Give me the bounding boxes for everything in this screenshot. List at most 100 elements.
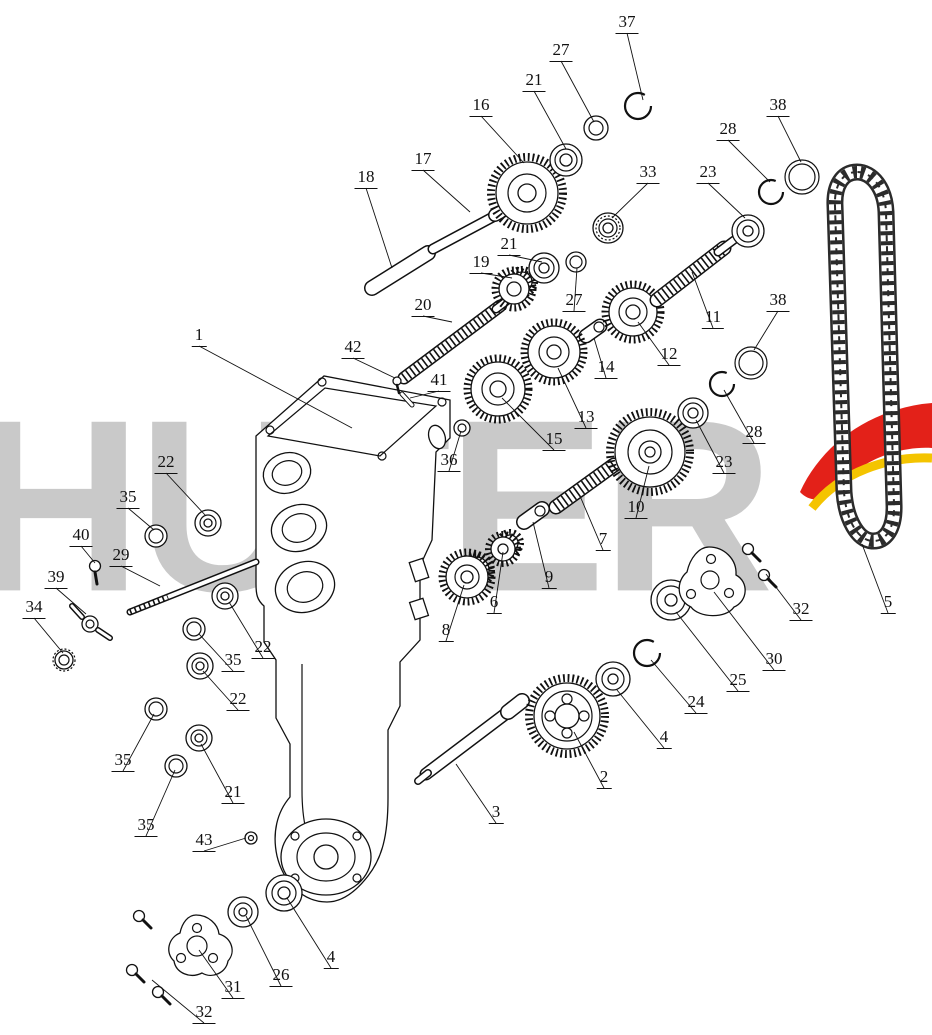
snap-ring-24 bbox=[632, 638, 662, 668]
leader-line-22 bbox=[165, 472, 207, 517]
leader-line-23 bbox=[707, 182, 746, 219]
bearing-4-bottom bbox=[265, 874, 303, 912]
leader-line-1 bbox=[198, 345, 353, 429]
leader-line-35 bbox=[127, 507, 155, 531]
shaft-sleeve-18 bbox=[364, 245, 436, 296]
leader-line-2 bbox=[573, 731, 605, 789]
ring-38-top bbox=[784, 159, 820, 195]
leader-line-29 bbox=[120, 565, 161, 587]
leader-lines bbox=[33, 32, 889, 1024]
gear-12 bbox=[601, 280, 665, 344]
splined-shaft-20 bbox=[397, 292, 517, 385]
housing bbox=[255, 375, 451, 903]
cover-plate-30 bbox=[678, 546, 746, 617]
bearing-26 bbox=[227, 896, 259, 928]
gear-13 bbox=[520, 318, 588, 386]
leader-line-31 bbox=[198, 949, 234, 999]
bearing-23-top bbox=[731, 214, 765, 248]
gear-15 bbox=[463, 354, 533, 424]
pin-41 bbox=[399, 391, 415, 408]
leader-line-21 bbox=[533, 90, 567, 150]
cap-35-d bbox=[164, 754, 188, 778]
leader-line-11 bbox=[691, 271, 714, 329]
leader-line-8 bbox=[445, 584, 465, 642]
leader-line-38 bbox=[753, 310, 779, 351]
leader-line-27 bbox=[573, 267, 578, 312]
logo-yellow-swoosh bbox=[808, 453, 932, 511]
bearing-21-left bbox=[185, 724, 213, 752]
leader-line-14 bbox=[593, 337, 607, 379]
splined-shaft-7 bbox=[548, 457, 622, 515]
leader-line-15 bbox=[501, 397, 555, 451]
cap-35-a bbox=[144, 524, 168, 548]
shaft-17 bbox=[427, 201, 515, 255]
bolt-32-bottom-c bbox=[151, 985, 172, 1006]
leader-line-12 bbox=[637, 321, 670, 366]
nut-34 bbox=[52, 648, 76, 672]
leader-line-18 bbox=[365, 187, 393, 269]
leader-line-32 bbox=[151, 979, 205, 1024]
bearing-4-right bbox=[595, 661, 631, 697]
leader-line-34 bbox=[33, 617, 64, 654]
leader-line-33 bbox=[611, 182, 649, 219]
cover-plate-31 bbox=[168, 914, 233, 976]
bolt-32-right-a bbox=[741, 542, 762, 563]
leader-line-4 bbox=[286, 897, 332, 969]
bearing-22-c bbox=[186, 652, 214, 680]
bearing-22-a bbox=[194, 509, 222, 537]
leader-line-37 bbox=[626, 32, 644, 101]
sprocket-6 bbox=[485, 529, 524, 567]
leader-line-19 bbox=[480, 272, 513, 279]
leader-line-17 bbox=[422, 169, 471, 213]
leader-line-30 bbox=[713, 591, 775, 671]
bearing-23-mid bbox=[677, 397, 709, 429]
leader-line-23 bbox=[695, 419, 725, 474]
bushing-14 bbox=[578, 318, 608, 344]
leader-line-21 bbox=[200, 743, 234, 804]
bearing-33 bbox=[592, 212, 624, 244]
ring-38-mid bbox=[734, 346, 768, 380]
snap-ring-37 bbox=[623, 91, 653, 121]
leader-line-16 bbox=[480, 115, 525, 164]
plug-43 bbox=[244, 831, 258, 845]
leader-line-40 bbox=[80, 545, 96, 564]
bolt-40 bbox=[88, 559, 102, 586]
snap-ring-28-mid bbox=[708, 370, 736, 398]
washer-27-top bbox=[583, 115, 609, 141]
screw-42 bbox=[392, 376, 402, 395]
shaft-3 bbox=[414, 693, 530, 785]
leader-line-35 bbox=[198, 633, 234, 672]
leader-line-24 bbox=[650, 659, 697, 714]
leader-line-35 bbox=[145, 769, 176, 837]
leader-line-4 bbox=[616, 689, 665, 749]
leader-line-3 bbox=[455, 763, 497, 824]
leader-line-13 bbox=[557, 367, 587, 429]
bearing-22-b bbox=[211, 582, 239, 610]
snap-ring-28-top bbox=[757, 178, 785, 206]
leader-line-41 bbox=[409, 390, 440, 399]
leader-line-36 bbox=[448, 430, 462, 472]
leader-line-10 bbox=[635, 465, 650, 519]
leader-line-39 bbox=[55, 587, 87, 615]
bushing-9 bbox=[516, 501, 550, 530]
shift-fork-39 bbox=[69, 603, 113, 641]
leader-line-9 bbox=[532, 521, 550, 589]
leader-line-20 bbox=[422, 315, 453, 323]
cap-35-c bbox=[144, 697, 168, 721]
gear-19 bbox=[491, 266, 538, 312]
leader-line-25 bbox=[675, 611, 739, 692]
splined-shaft-11 bbox=[649, 235, 739, 308]
bearing-21-top bbox=[549, 143, 583, 177]
sprocket-2 bbox=[525, 674, 609, 758]
gear-8 bbox=[438, 548, 496, 606]
leader-line-22 bbox=[228, 601, 264, 659]
rod-29 bbox=[126, 558, 260, 616]
bolt-32-bottom-a bbox=[132, 909, 153, 930]
bearing-21-mid bbox=[528, 252, 560, 284]
leader-line-21 bbox=[508, 254, 543, 263]
washer-27-mid bbox=[565, 251, 587, 273]
leader-line-27 bbox=[560, 60, 595, 123]
gear-10 bbox=[606, 408, 694, 496]
chain bbox=[826, 163, 903, 550]
